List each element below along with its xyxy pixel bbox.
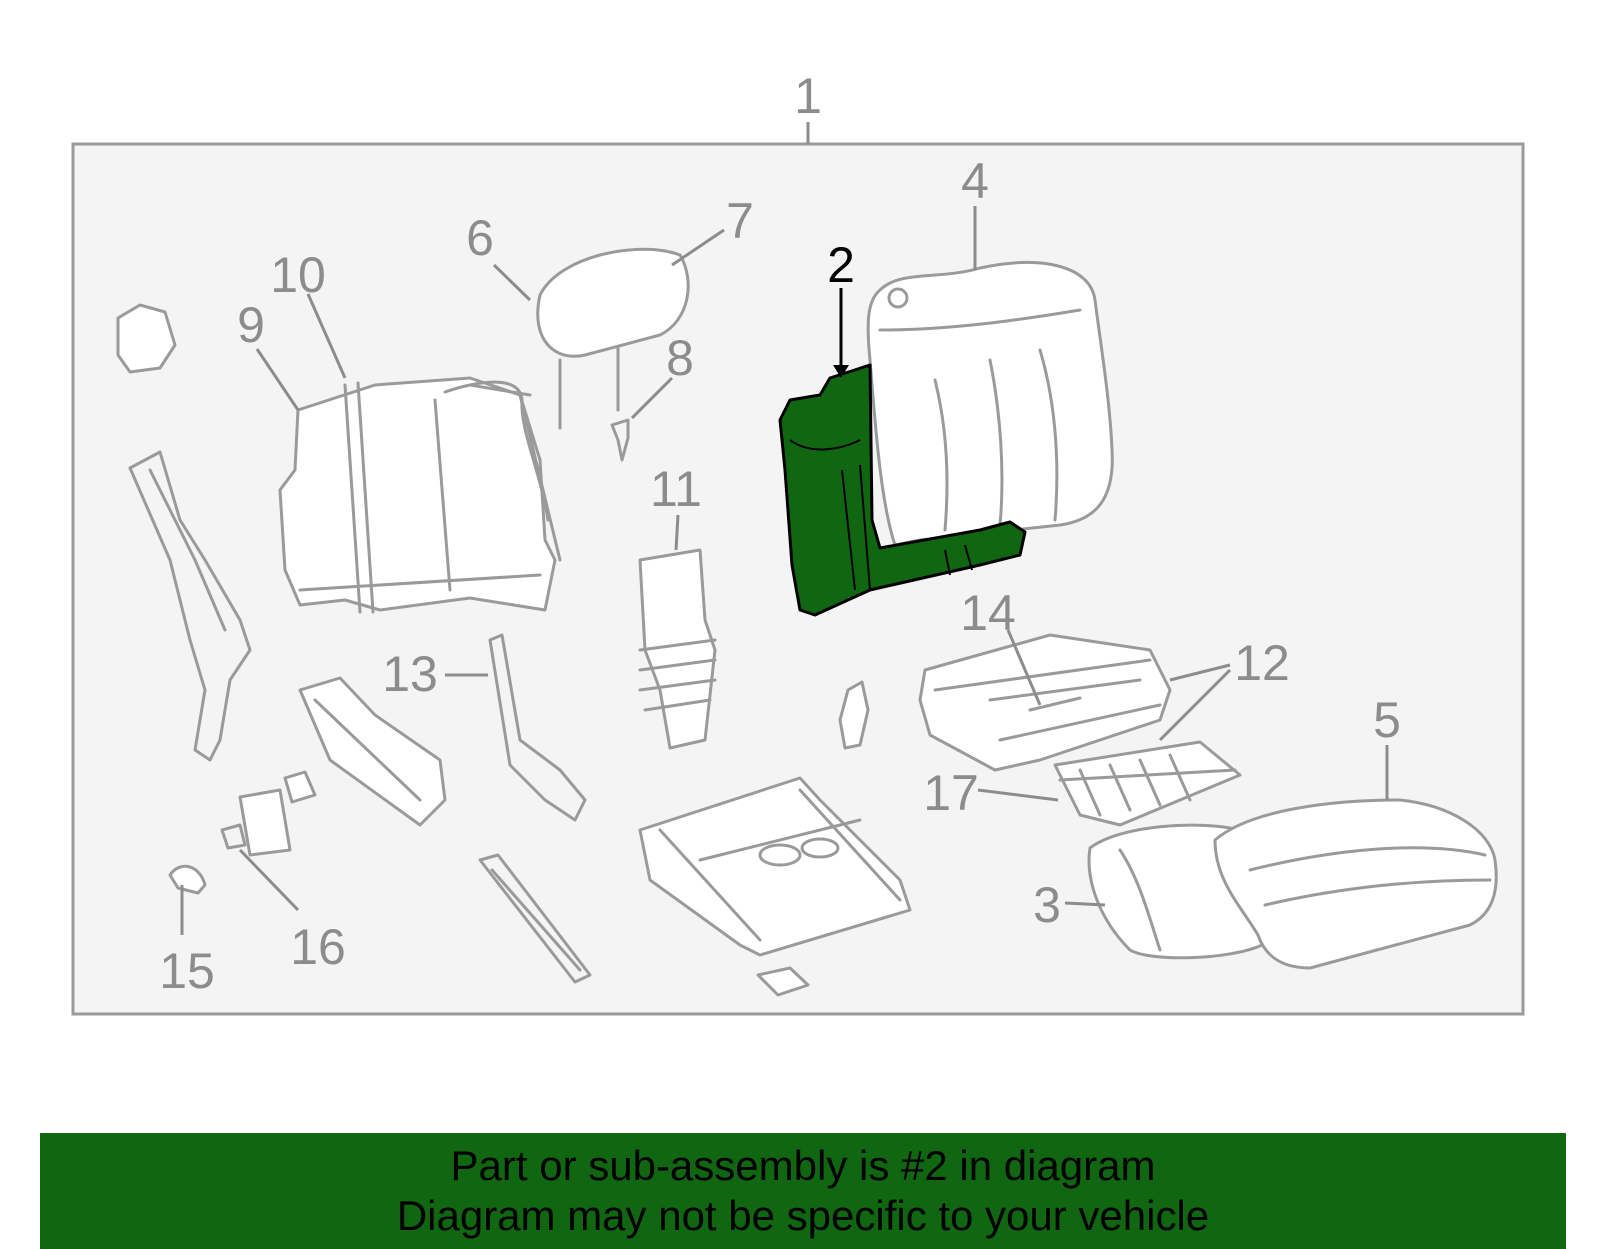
side-trim-left bbox=[128, 450, 252, 762]
callout-11: 11 bbox=[650, 461, 702, 517]
track-cover bbox=[756, 966, 810, 997]
callout-3: 3 bbox=[1033, 877, 1061, 933]
seatback-frame bbox=[278, 376, 562, 614]
callout-2: 2 bbox=[827, 237, 855, 293]
headrest-guide bbox=[610, 418, 630, 462]
callout-9: 9 bbox=[237, 297, 265, 353]
callout-10: 10 bbox=[270, 247, 326, 303]
callout-1: 1 bbox=[794, 68, 822, 124]
lower-rail bbox=[478, 853, 592, 984]
callout-12: 12 bbox=[1234, 635, 1290, 691]
cushion-cover bbox=[1213, 798, 1498, 970]
lumbar-pad bbox=[638, 548, 717, 750]
switch-assembly bbox=[220, 770, 317, 857]
callout-13: 13 bbox=[382, 646, 438, 702]
parts-diagram: 1 2 3 4 5 6 7 8 9 10 11 12 13 14 15 16 1… bbox=[71, 68, 1525, 1016]
callout-17: 17 bbox=[923, 765, 979, 821]
callout-4: 4 bbox=[961, 153, 989, 209]
seatback-cover bbox=[866, 261, 1114, 547]
bracket bbox=[838, 680, 870, 750]
seatback-pad-highlighted bbox=[778, 363, 1027, 617]
banner-line-1: Part or sub-assembly is #2 in diagram bbox=[450, 1142, 1156, 1189]
banner-line-2: Diagram may not be specific to your vehi… bbox=[396, 1192, 1210, 1239]
callout-7: 7 bbox=[726, 193, 754, 249]
callout-5: 5 bbox=[1373, 692, 1401, 748]
seat-track bbox=[638, 776, 912, 957]
callout-16: 16 bbox=[290, 919, 346, 975]
callout-14: 14 bbox=[960, 585, 1016, 641]
spring-mat bbox=[1053, 740, 1242, 827]
info-banner: Part or sub-assembly is #2 in diagram Di… bbox=[40, 1133, 1566, 1249]
side-shield bbox=[298, 676, 447, 827]
cushion-frame bbox=[918, 633, 1172, 772]
headrest bbox=[536, 247, 690, 430]
callout-15: 15 bbox=[159, 943, 215, 999]
callout-6: 6 bbox=[466, 210, 494, 266]
seat-rail-13 bbox=[488, 633, 587, 822]
clip-part bbox=[116, 303, 177, 374]
callout-8: 8 bbox=[666, 330, 694, 386]
knob bbox=[168, 864, 207, 895]
